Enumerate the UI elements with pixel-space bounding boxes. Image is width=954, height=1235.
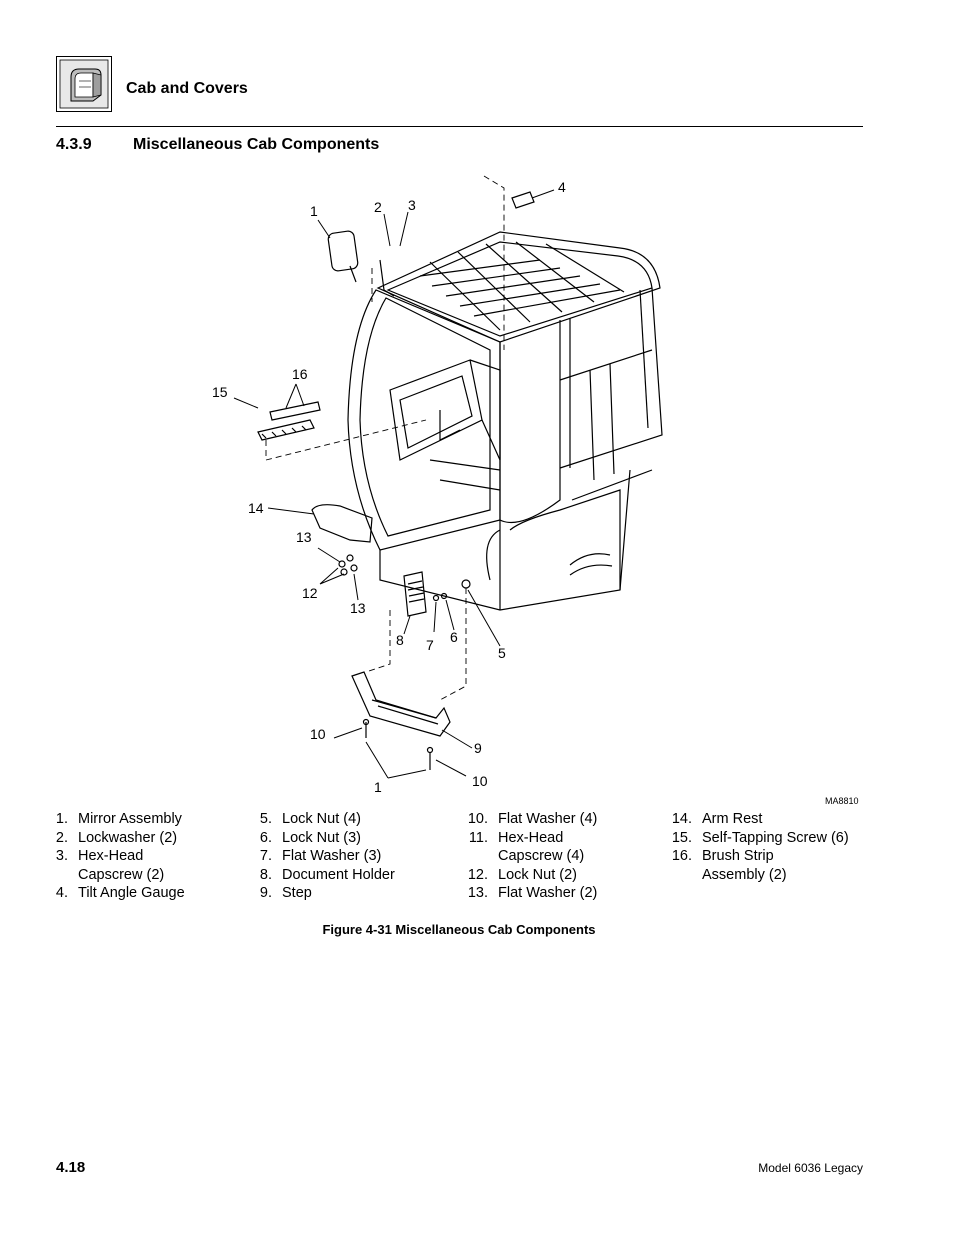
- cab-exploded-drawing: 1 2 3 4 16 15 14 13 12 13 8 7 6 5 10 9 1…: [212, 175, 859, 806]
- cab-frame-drawing: [257, 191, 663, 770]
- legend-column-3: 10.Flat Washer (4) 11.Hex-Head Capscrew …: [462, 810, 598, 903]
- exploded-view-figure: 1 2 3 4 16 15 14 13 12 13 8 7 6 5 10 9 1…: [200, 170, 870, 810]
- callout-label: 4: [558, 179, 566, 195]
- callout-label: 1: [310, 203, 318, 219]
- callout-label: 1: [374, 779, 382, 795]
- callout-label: 6: [450, 629, 458, 645]
- legend-item: 6.Lock Nut (3): [259, 829, 361, 846]
- assembly-centerlines: [265, 175, 505, 701]
- header-divider: [56, 126, 863, 127]
- callout-label: 15: [212, 384, 228, 400]
- legend-item: 11.Hex-Head: [468, 829, 564, 846]
- legend-item: Capscrew (2): [78, 866, 165, 883]
- callout-label: 5: [498, 645, 506, 661]
- legend-item: 1.Mirror Assembly: [55, 811, 182, 827]
- legend-item: Assembly (2): [702, 866, 787, 883]
- callout-label: 10: [472, 773, 488, 789]
- legend-item: 13.Flat Washer (2): [467, 885, 598, 902]
- callout-label: 14: [248, 500, 264, 516]
- legend-column-2: 5.Lock Nut (4) 6.Lock Nut (3) 7.Flat Was…: [250, 810, 395, 903]
- callout-label: 13: [350, 600, 366, 616]
- model-name: Model 6036 Legacy: [758, 1161, 863, 1175]
- legend-item: 2.Lockwasher (2): [55, 829, 178, 846]
- callout-label: 7: [426, 637, 434, 653]
- legend-item: 16.Brush Strip: [671, 848, 774, 865]
- page-number: 4.18: [56, 1159, 86, 1176]
- legend-item: 3.Hex-Head: [55, 848, 144, 865]
- legend-item: 10.Flat Washer (4): [467, 811, 598, 827]
- callout-label: 9: [474, 740, 482, 756]
- legend-item: 4.Tilt Angle Gauge: [55, 885, 185, 902]
- legend-item: 7.Flat Washer (3): [259, 848, 382, 865]
- cab-thumbnail-icon: [56, 56, 112, 112]
- legend-item: 12.Lock Nut (2): [467, 866, 577, 883]
- legend-item: Capscrew (4): [498, 848, 585, 865]
- figure-caption: Figure 4-31 Miscellaneous Cab Components: [322, 922, 596, 937]
- section-number: 4.3.9: [56, 136, 92, 153]
- callout-label: 10: [310, 726, 326, 742]
- callout-label: 12: [302, 585, 318, 601]
- callout-label: 2: [374, 199, 382, 215]
- callout-label: 16: [292, 366, 308, 382]
- legend-item: 8.Document Holder: [259, 866, 395, 883]
- drawing-code: MA8810: [825, 796, 859, 806]
- legend-column-1: 1.Mirror Assembly 2.Lockwasher (2) 3.Hex…: [46, 810, 185, 903]
- legend-item: 9.Step: [259, 885, 312, 902]
- callout-leaders: [233, 189, 555, 779]
- callout-labels: 1 2 3 4 16 15 14 13 12 13 8 7 6 5 10 9 1…: [212, 179, 566, 795]
- legend-item: 15.Self-Tapping Screw (6): [671, 829, 849, 846]
- legend-column-4: 14.Arm Rest 15.Self-Tapping Screw (6) 16…: [666, 810, 849, 884]
- callout-label: 3: [408, 197, 416, 213]
- section-title: Miscellaneous Cab Components: [133, 136, 380, 153]
- legend-item: 5.Lock Nut (4): [259, 811, 361, 827]
- legend-item: 14.Arm Rest: [671, 811, 763, 827]
- chapter-title: Cab and Covers: [126, 80, 248, 97]
- callout-label: 13: [296, 529, 312, 545]
- callout-label: 8: [396, 632, 404, 648]
